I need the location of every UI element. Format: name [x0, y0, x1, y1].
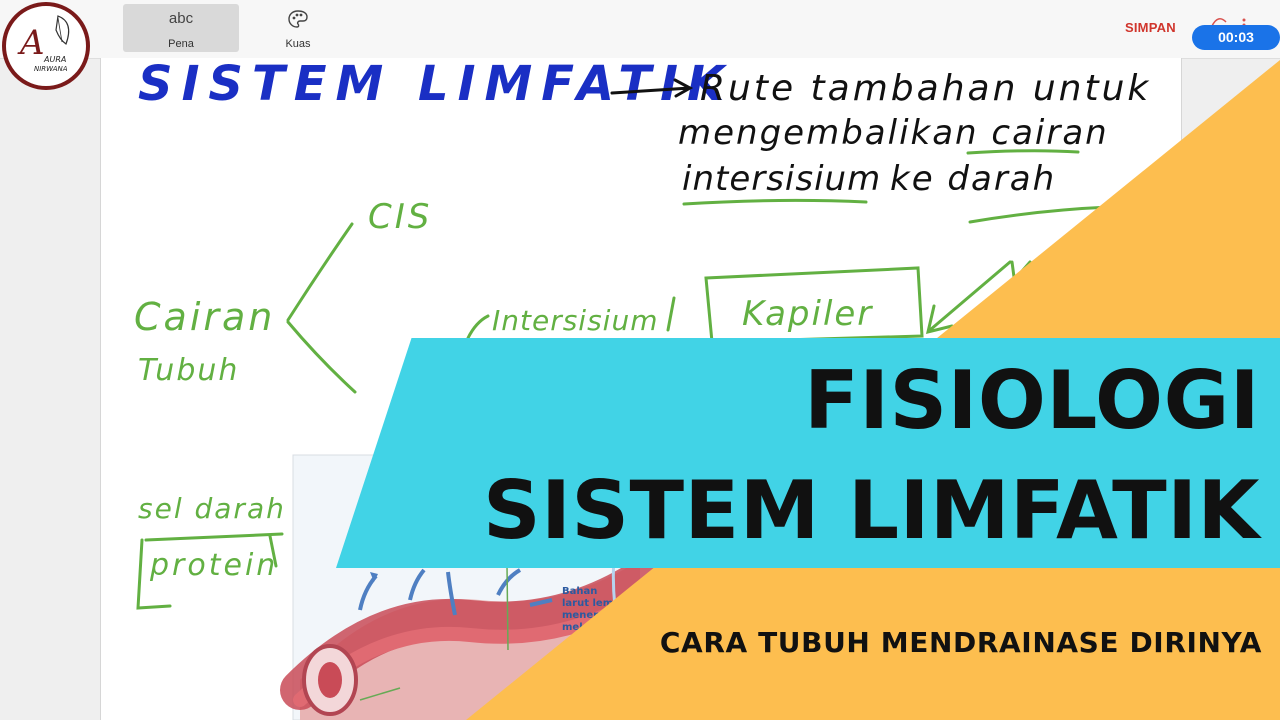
- branch-to-intersisium: [466, 314, 490, 340]
- recording-timer: 00:03: [1192, 25, 1280, 50]
- figure-label-1: Bahan: [562, 586, 597, 597]
- pen-abc-icon: abc: [168, 10, 194, 27]
- logo-line-2: NIRWANA: [34, 65, 68, 73]
- kapiler-label: Kapiler: [742, 294, 873, 334]
- definition-line-3b: ke darah: [890, 159, 1056, 199]
- protein-label: protein: [149, 548, 278, 583]
- brush-tool-button[interactable]: Kuas: [240, 4, 356, 52]
- save-button[interactable]: SIMPAN: [1125, 20, 1176, 35]
- thumbnail-subtitle: CARA TUBUH MENDRAINASE DIRINYA: [659, 626, 1262, 659]
- figure-label-2: larut lema: [562, 598, 620, 609]
- definition-line-2: mengembalikan cairan: [678, 113, 1109, 153]
- figure-label-4: mel: [562, 622, 583, 633]
- underline-cairan: [966, 149, 1080, 155]
- aura-nirwana-logo: A AURA NIRWANA: [2, 2, 90, 90]
- branch-upper: [286, 222, 354, 322]
- pen-tool-button[interactable]: abc Pena: [123, 4, 239, 52]
- intersisium-label: Intersisium: [492, 304, 658, 337]
- logo-line-1: AURA: [43, 55, 66, 64]
- tubuh-label: Tubuh: [138, 353, 239, 388]
- pen-tool-label: Pena: [168, 38, 194, 50]
- branch-lower: [286, 320, 357, 394]
- brush-tool-label: Kuas: [285, 38, 311, 50]
- palette-icon: [240, 10, 356, 30]
- underline-darah: [968, 205, 1112, 224]
- notes-heading: SISTEM LIMFATIK: [138, 56, 733, 112]
- definition-line-3a: intersisium: [682, 159, 881, 199]
- underline-intersisium: [682, 198, 868, 206]
- protein-bracket: [136, 532, 284, 610]
- title-banner: [336, 338, 1280, 568]
- intersisium-tick: [666, 296, 676, 332]
- thumbnail-title-line-1: FISIOLOGI: [804, 354, 1260, 447]
- cairan-label: Cairan: [134, 295, 275, 339]
- sel-darah-label: sel darah: [138, 492, 286, 525]
- toolbar: abc Pena Kuas SIMPAN 00:03: [0, 0, 1280, 59]
- arrow-to-kapiler: [925, 260, 1012, 335]
- definition-line-1: Rute tambahan untuk: [700, 68, 1151, 109]
- logo-letter: A: [17, 23, 45, 63]
- thumbnail-title-line-2: SISTEM LIMFATIK: [482, 464, 1260, 557]
- cis-label: CIS: [368, 197, 432, 237]
- definition-arrow: [610, 78, 694, 98]
- kapiler-box: [704, 266, 924, 344]
- figure-label-3: menem: [562, 610, 604, 621]
